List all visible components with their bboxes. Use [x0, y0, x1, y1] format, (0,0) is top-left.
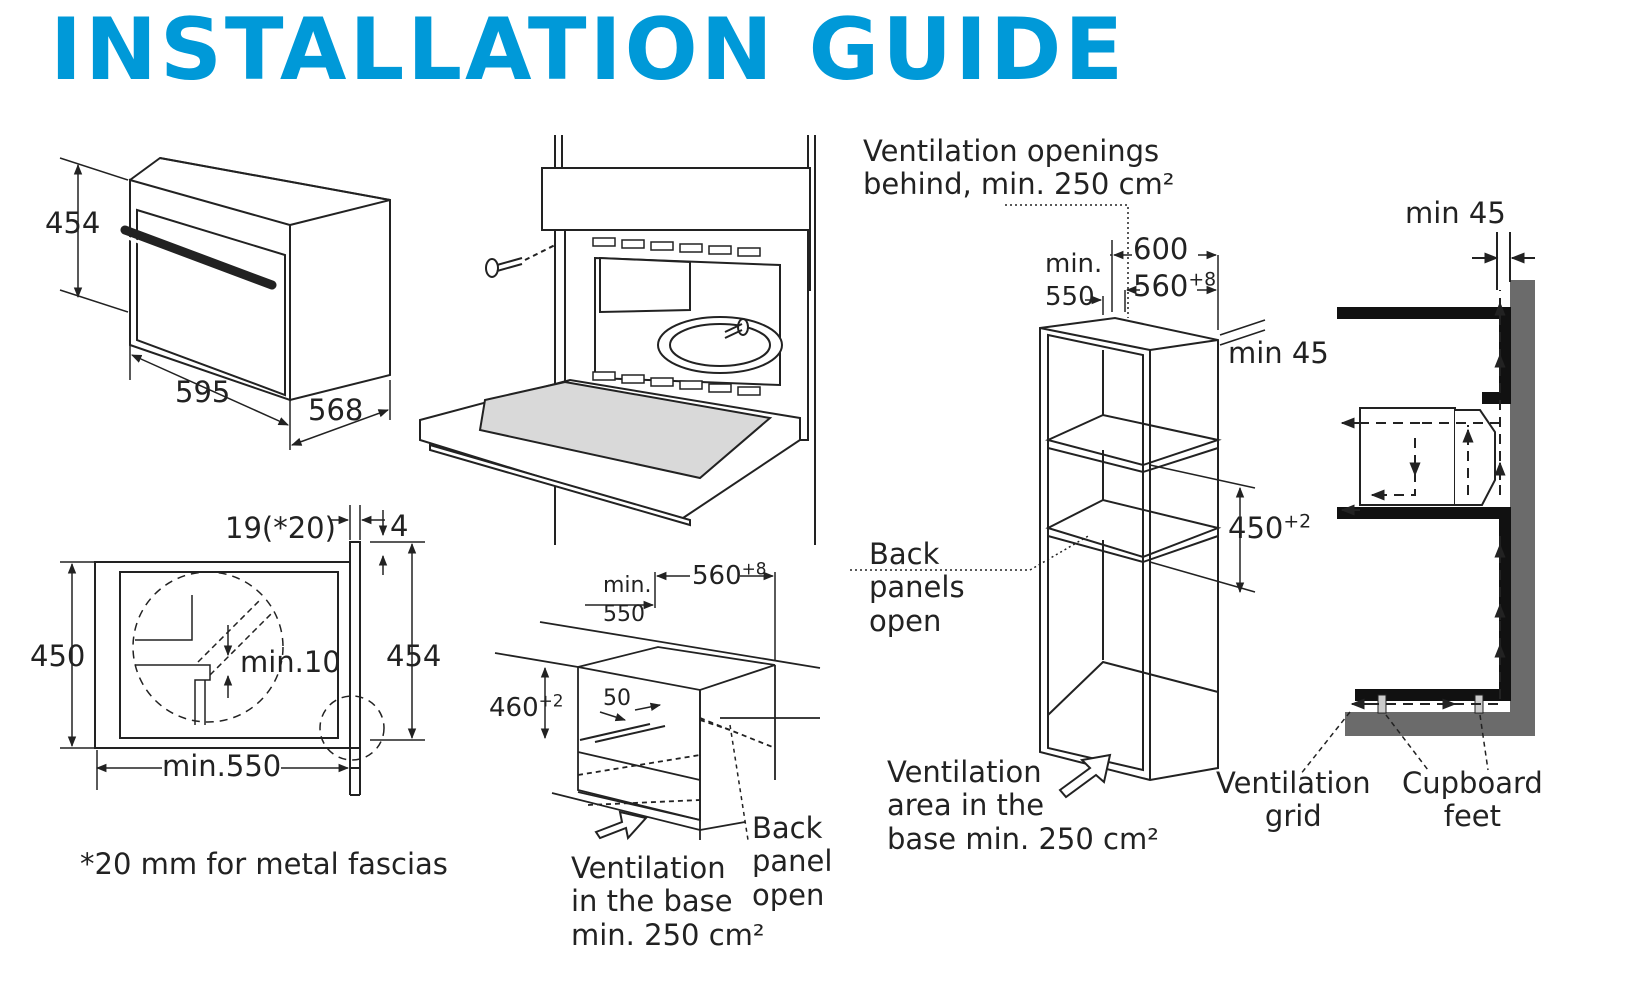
oven-dimension-lines — [59, 157, 391, 450]
under-counter-ventilation-label: Ventilation in the base min. 250 cm² — [571, 851, 765, 952]
under-counter-width-value: 560 — [692, 561, 742, 591]
base-ventilation-label: Ventilation area in the base min. 250 cm… — [887, 755, 1159, 856]
under-counter-min-label: min. — [603, 573, 652, 598]
oven-depth-label: 568 — [308, 393, 364, 427]
microwave-cabinet-drawing — [419, 135, 816, 545]
tall-side-gap-label: min 45 — [1228, 336, 1329, 370]
under-counter-width-tolerance: +8 — [741, 558, 767, 579]
under-counter-dimension-lines — [540, 571, 776, 841]
tall-cabinet-drawing — [1039, 316, 1222, 782]
appliance-height-label: 454 — [386, 639, 442, 673]
tall-cabinet-dimension-lines — [850, 204, 1266, 594]
page-title: INSTALLATION GUIDE — [50, 0, 1127, 100]
under-counter-height-label: 460+2 — [489, 692, 564, 724]
depth-label: min.550 — [162, 749, 282, 784]
ventilation-grid-label: Ventilation grid — [1216, 766, 1371, 834]
screw-icon — [485, 244, 749, 339]
tall-outer-width-label: 600 — [1133, 232, 1189, 266]
fascia-label: 19(*20) — [225, 511, 336, 545]
under-counter-height-tolerance: +2 — [538, 690, 564, 711]
tall-min-value: 550 — [1045, 282, 1095, 312]
gap-label: min.10 — [240, 645, 341, 679]
back-panels-open-label: Back panels open — [869, 537, 965, 638]
airflow-section-drawing — [1299, 232, 1535, 776]
microwave-vents — [592, 237, 761, 396]
profile-dimension-lines — [60, 505, 425, 790]
metal-fascia-note: *20 mm for metal fascias — [80, 847, 448, 881]
offset-label: 4 — [390, 509, 409, 543]
vent-openings-label: Ventilation openings behind, min. 250 cm… — [863, 134, 1175, 202]
tall-niche-height-label: 450+2 — [1228, 511, 1312, 545]
under-counter-back-panel-label: Back panel open — [752, 811, 833, 912]
tall-min-label: min. — [1045, 249, 1103, 279]
tall-inner-width-value: 560 — [1133, 269, 1189, 303]
under-counter-height-value: 460 — [489, 693, 539, 723]
tall-inner-width-tolerance: +8 — [1188, 269, 1217, 291]
tall-inner-width-label: 560+8 — [1133, 269, 1217, 303]
oven-3d-drawing — [120, 156, 391, 402]
section-top-gap-label: min 45 — [1405, 196, 1506, 230]
under-counter-drawing — [494, 621, 821, 840]
under-counter-offset-label: 50 — [603, 686, 631, 711]
under-counter-min-value: 550 — [603, 602, 645, 627]
oven-width-label: 595 — [175, 375, 231, 409]
under-counter-width-label: 560+8 — [692, 560, 767, 592]
ventilation-arrow-icon — [1058, 753, 1112, 799]
oven-height-label: 454 — [45, 206, 101, 240]
opening-height-label: 450 — [30, 639, 86, 673]
cupboard-feet-label: Cupboard feet — [1402, 766, 1543, 834]
profile-drawing — [94, 541, 385, 796]
tall-niche-height-tolerance: +2 — [1283, 511, 1312, 533]
tall-niche-height-value: 450 — [1228, 511, 1284, 545]
ventilation-arrow-icon — [594, 810, 648, 841]
